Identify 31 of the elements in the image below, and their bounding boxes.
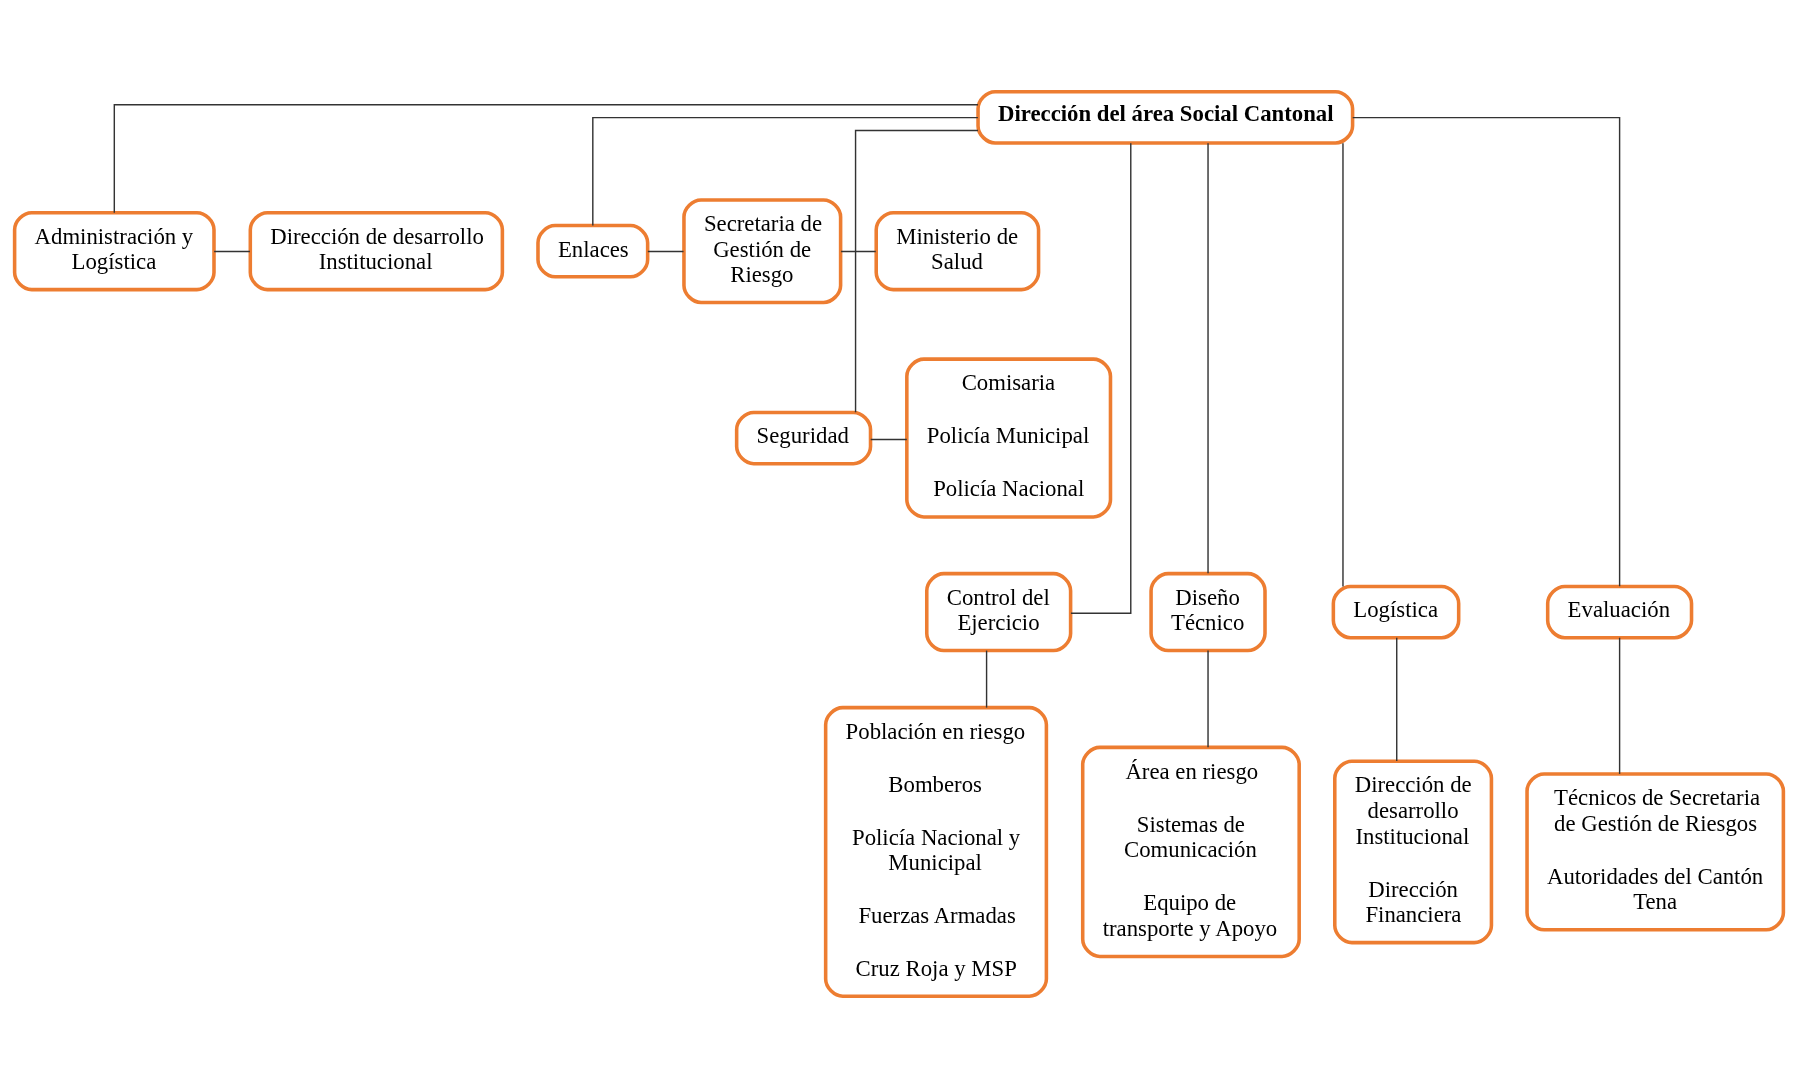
connector — [1207, 142, 1209, 575]
node-box: Control del Ejercicio — [925, 571, 1073, 653]
connector — [1618, 637, 1621, 775]
connector — [1396, 637, 1398, 762]
connector — [592, 116, 979, 227]
node-box: Evaluación — [1545, 584, 1694, 640]
node-box: Administración y Logística — [12, 210, 216, 292]
node-box: Técnicos de Secretaria de Gestión de Riesgos Autoridades del Cantón Tena — [1525, 772, 1786, 932]
node-box: Logística — [1331, 584, 1461, 640]
node-box: Diseño Técnico — [1149, 571, 1267, 653]
connector — [213, 250, 251, 253]
node-box: Seguridad — [734, 410, 873, 466]
connector — [647, 250, 685, 253]
connector — [985, 649, 988, 709]
node-box: Comisaria Policía Municipal Policía Nacional — [905, 357, 1113, 519]
node-box: Dirección del área Social Cantonal — [976, 89, 1355, 145]
node-box: Área en riesgo Sistemas de Comunicación Equipo de transporte y Apoyo — [1080, 745, 1301, 959]
node-box: Dirección de desarrollo Institucional — [248, 210, 505, 292]
connector — [1352, 116, 1621, 587]
connector — [854, 129, 979, 414]
node-box: Dirección de desarrollo Institucional Dirección Financiera — [1333, 759, 1494, 945]
node-box: Secretaria de Gestión de Riesgo — [682, 198, 843, 305]
node-box: Ministerio de Salud — [874, 210, 1041, 292]
connector — [840, 250, 877, 253]
connector — [1207, 649, 1209, 748]
connector — [1342, 142, 1344, 588]
connector — [113, 104, 979, 214]
connector — [870, 438, 908, 441]
connector — [1070, 142, 1132, 614]
node-box: Enlaces — [536, 223, 650, 279]
node-box: Población en riesgo Bomberos Policía Nacional y Municipal Fuerzas Armadas Cruz Roja y MSP — [823, 705, 1049, 998]
